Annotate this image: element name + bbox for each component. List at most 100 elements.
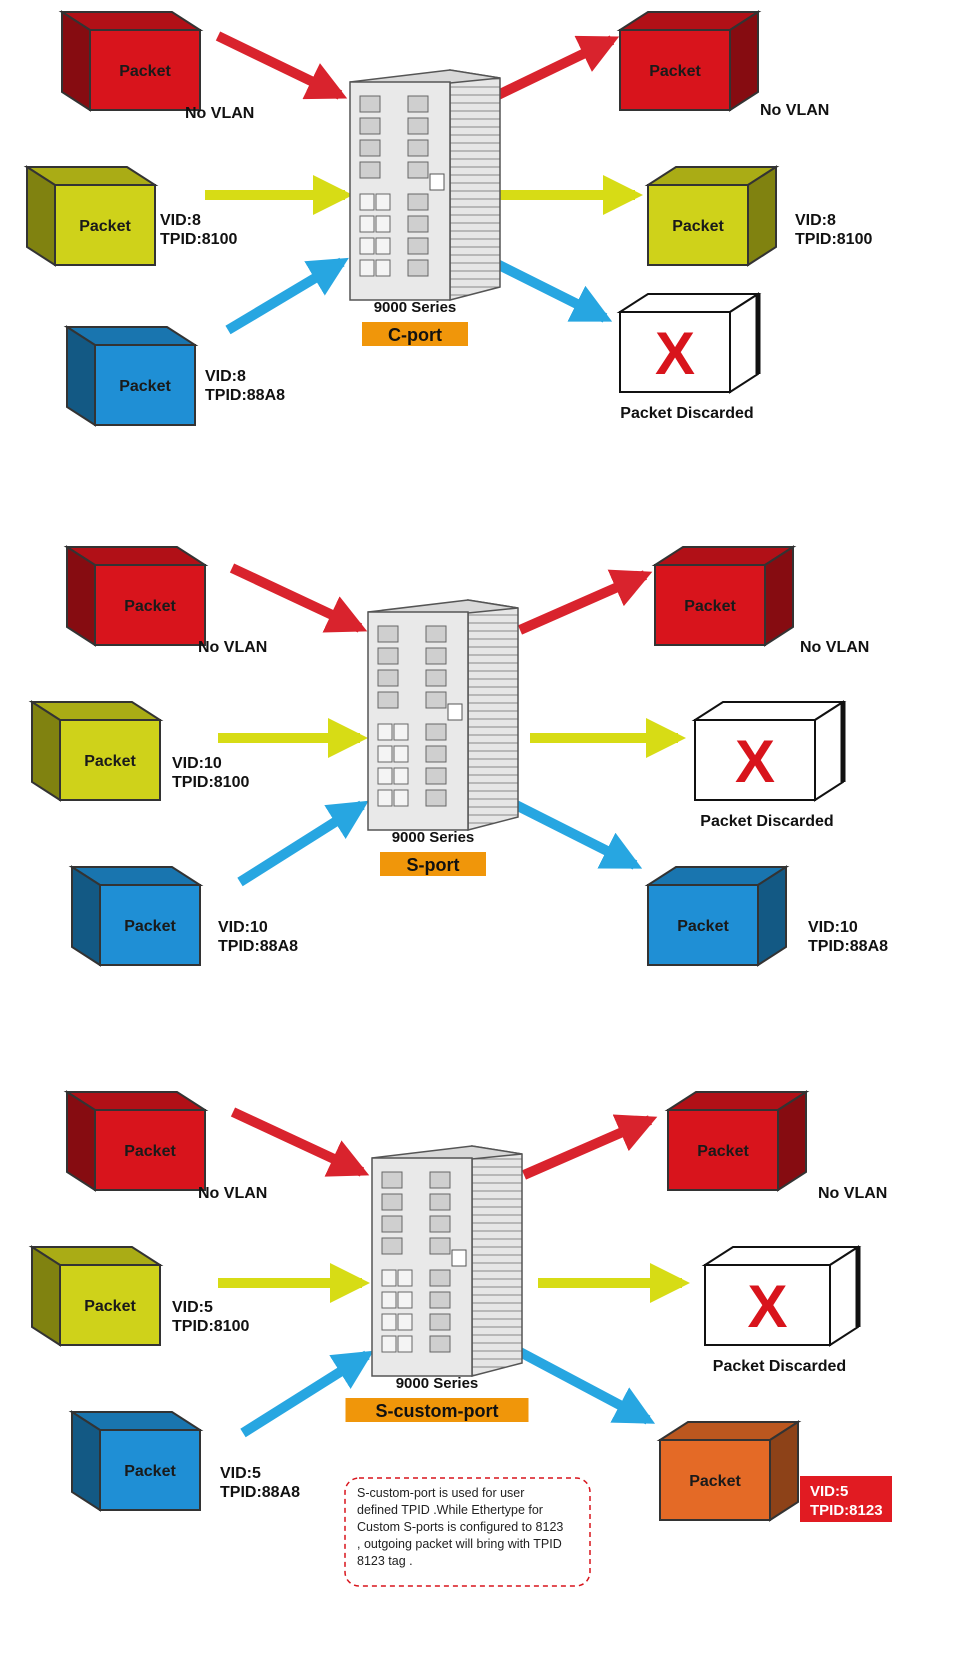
console-port [451, 1249, 467, 1267]
input-tpid-label: TPID:8100 [172, 774, 249, 791]
rj45-port [397, 1313, 413, 1331]
box-front [659, 1439, 771, 1521]
rj45-port [381, 1269, 397, 1287]
sfp-port [377, 691, 399, 709]
output-vlan-label: VID:10 [808, 919, 858, 936]
packet-label: Packet [649, 63, 701, 80]
rj45-port [377, 723, 393, 741]
input-packet: Packet [63, 1090, 209, 1192]
note-box [344, 1477, 591, 1587]
packet-label: Packet [689, 1473, 741, 1490]
box-side [729, 292, 759, 394]
input-arrow [237, 800, 369, 887]
series-label: 9000 Series [396, 1375, 479, 1392]
output-vlan-label: No VLAN [800, 639, 869, 656]
box-front [647, 884, 759, 966]
input-packet: Packet [68, 1410, 204, 1512]
input-packet: Packet [58, 10, 204, 112]
sfp-port [429, 1193, 451, 1211]
box-front [94, 344, 196, 426]
input-vlan-label: VID:5 [220, 1465, 261, 1482]
packet-discarded-label: Packet Discarded [713, 1358, 846, 1375]
input-tpid-label: TPID:88A8 [218, 938, 298, 955]
sfp-port [429, 1335, 451, 1353]
packet-label: Packet [124, 598, 176, 615]
packet-label: Packet [677, 918, 729, 935]
sfp-port [407, 237, 429, 255]
packet-discarded-label: Packet Discarded [620, 405, 753, 422]
switch-device [367, 599, 519, 831]
sfp-port [429, 1313, 451, 1331]
series-label: 9000 Series [374, 299, 457, 316]
rj45-port [359, 259, 375, 277]
box-front [94, 564, 206, 646]
switch-side [471, 1145, 523, 1377]
packet-label: Packet [79, 218, 131, 235]
port-label: C-port [388, 325, 442, 345]
output-arrow [482, 253, 613, 323]
output-packet: Packet [664, 1090, 810, 1192]
note-line: defined TPID .While Ethertype for [357, 1503, 543, 1517]
output-vlan-label: VID:5 [810, 1483, 848, 1500]
input-tpid-label: TPID:8100 [160, 231, 237, 248]
console-port [447, 703, 463, 721]
sfp-port [425, 691, 447, 709]
console-port [429, 173, 445, 191]
sfp-port [429, 1269, 451, 1287]
output-arrow [521, 1114, 658, 1180]
switch-device [371, 1145, 523, 1377]
output-vlan-label: No VLAN [818, 1185, 887, 1202]
switch-side [467, 599, 519, 831]
discard-x-icon: X [747, 1273, 787, 1340]
port-badge [345, 1398, 529, 1422]
sfp-port [425, 625, 447, 643]
rj45-port [359, 215, 375, 233]
sfp-port [359, 117, 381, 135]
sfp-port [425, 789, 447, 807]
input-packet: Packet [23, 165, 159, 267]
packet-label: Packet [119, 63, 171, 80]
sfp-port [377, 625, 399, 643]
box-side [764, 545, 794, 647]
box-side [66, 545, 96, 647]
sfp-port [425, 669, 447, 687]
rj45-port [393, 723, 409, 741]
sfp-port [407, 161, 429, 179]
output-packet: Packet [644, 865, 790, 967]
box-front [89, 29, 201, 111]
rj45-port [377, 767, 393, 785]
box-front [99, 1429, 201, 1511]
packet-discarded-label: Packet Discarded [700, 813, 833, 830]
box-side [31, 700, 61, 802]
rj45-port [397, 1291, 413, 1309]
input-vlan-label: VID:10 [172, 755, 222, 772]
input-tpid-label: TPID:8100 [172, 1318, 249, 1335]
sfp-port [429, 1291, 451, 1309]
box-front [667, 1109, 779, 1191]
input-vlan-label: VID:8 [205, 368, 246, 385]
packet-label: Packet [119, 378, 171, 395]
input-tpid-label: TPID:88A8 [220, 1484, 300, 1501]
rj45-port [359, 193, 375, 211]
port-label: S-custom-port [376, 1401, 499, 1421]
input-packet: Packet [28, 700, 164, 802]
discard-x-icon: X [655, 320, 695, 387]
sfp-port [429, 1171, 451, 1189]
input-packet: Packet [28, 1245, 164, 1347]
box-side [757, 865, 787, 967]
rj45-port [381, 1335, 397, 1353]
rj45-port [393, 789, 409, 807]
switch-side [449, 69, 501, 301]
sfp-port [381, 1215, 403, 1233]
packet-label: Packet [124, 918, 176, 935]
rj45-port [397, 1335, 413, 1353]
box-front [59, 1264, 161, 1346]
rj45-port [377, 789, 393, 807]
output-packet: Packet [616, 10, 762, 112]
packet-label: Packet [684, 598, 736, 615]
